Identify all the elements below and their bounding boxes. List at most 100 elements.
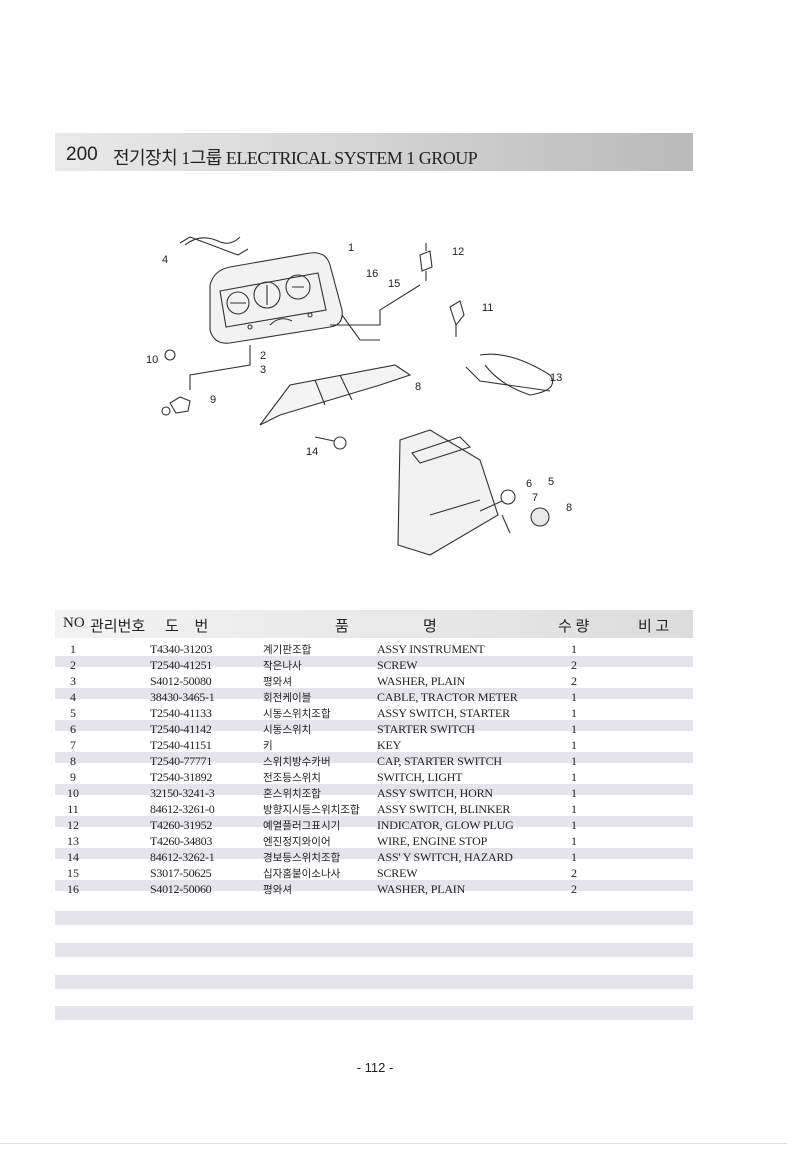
row-english-name: CABLE, TRACTOR METER — [377, 690, 518, 704]
table-row: 6 T2540-41142 시동스위치 STARTER SWITCH 1 — [55, 721, 693, 737]
row-part-number: T4340-31203 — [150, 642, 213, 656]
row-no: 2 — [70, 658, 76, 672]
row-no: 7 — [70, 738, 76, 752]
row-part-number: T2540-77771 — [150, 754, 213, 768]
page-number: - 112 - — [356, 1060, 394, 1075]
row-part-number: S4012-50080 — [150, 674, 212, 688]
row-no: 15 — [67, 866, 79, 880]
row-quantity: 2 — [571, 658, 577, 672]
row-korean-name: 작은나사 — [263, 660, 302, 672]
row-quantity: 1 — [571, 706, 577, 720]
row-part-number: T2540-31892 — [150, 770, 213, 784]
row-part-number: 84612-3261-0 — [150, 802, 215, 816]
table-row: 1 T4340-31203 계기판조합 ASSY INSTRUMENT 1 — [55, 641, 693, 657]
row-stripe — [55, 848, 693, 859]
row-stripe — [55, 688, 693, 699]
row-quantity: 1 — [571, 690, 577, 704]
section-number: 200 — [66, 144, 98, 165]
row-english-name: STARTER SWITCH — [377, 722, 475, 736]
row-english-name: CAP, STARTER SWITCH — [377, 754, 502, 768]
row-english-name: WIRE, ENGINE STOP — [377, 834, 488, 848]
table-row: 7 T2540-41151 키 KEY 1 — [55, 737, 693, 753]
empty-row-stripe — [55, 943, 693, 957]
row-korean-name: 전조등스위치 — [263, 772, 321, 784]
row-no: 6 — [70, 722, 76, 736]
section-title-bar: 200 전기장치 1그룹 ELECTRICAL SYSTEM 1 GROUP — [55, 133, 693, 171]
exploded-parts-diagram: 1 2 3 4 5 6 7 8 8 9 10 11 12 13 14 15 16 — [146, 236, 572, 556]
table-row: 2 T2540-41251 작은나사 SCREW 2 — [55, 657, 693, 673]
row-quantity: 1 — [571, 754, 577, 768]
row-part-number: T2540-41151 — [150, 738, 212, 752]
row-quantity: 1 — [571, 770, 577, 784]
row-korean-name: 스위치방수카버 — [263, 756, 331, 768]
row-korean-name: 혼스위치조합 — [263, 788, 321, 800]
row-no: 5 — [70, 706, 76, 720]
row-part-number: T4260-31952 — [150, 818, 213, 832]
row-english-name: SCREW — [377, 658, 418, 672]
row-quantity: 2 — [571, 866, 577, 880]
parts-table-header: NO 관리번호 도 번 품 명 수 량 비 고 — [55, 610, 693, 638]
row-quantity: 1 — [571, 722, 577, 736]
header-name-part1: 품 — [335, 619, 349, 635]
row-no: 3 — [70, 674, 76, 688]
row-korean-name: 경보등스위치조합 — [263, 852, 341, 864]
row-korean-name: 엔진정지와이어 — [263, 836, 331, 848]
row-korean-name: 예열플러그표시기 — [263, 820, 341, 832]
empty-row-stripe — [55, 1006, 693, 1020]
table-row: 13 T4260-34803 엔진정지와이어 WIRE, ENGINE STOP… — [55, 833, 693, 849]
table-row: 12 T4260-31952 예열플러그표시기 INDICATOR, GLOW … — [55, 817, 693, 833]
row-part-number: S3017-50625 — [150, 866, 212, 880]
row-korean-name: 키 — [263, 740, 273, 752]
row-korean-name: 시동스위치조합 — [263, 708, 331, 720]
row-part-number: T4260-34803 — [150, 834, 213, 848]
row-part-number: T2540-41133 — [150, 706, 212, 720]
svg-text:16: 16 — [366, 268, 378, 280]
row-no: 12 — [67, 818, 79, 832]
row-no: 4 — [70, 690, 76, 704]
table-row: 10 32150-3241-3 혼스위치조합 ASSY SWITCH, HORN… — [55, 785, 693, 801]
svg-text:8: 8 — [566, 502, 572, 514]
row-english-name: ASSY SWITCH, STARTER — [377, 706, 510, 720]
row-quantity: 1 — [571, 738, 577, 752]
svg-text:5: 5 — [548, 476, 554, 488]
svg-text:15: 15 — [388, 278, 400, 290]
row-korean-name: 방향지시등스위치조합 — [263, 804, 360, 816]
table-row: 14 84612-3262-1 경보등스위치조합 ASS' Y SWITCH, … — [55, 849, 693, 865]
table-row: 11 84612-3261-0 방향지시등스위치조합 ASSY SWITCH, … — [55, 801, 693, 817]
header-remarks: 비 고 — [638, 619, 670, 635]
table-row: 8 T2540-77771 스위치방수카버 CAP, STARTER SWITC… — [55, 753, 693, 769]
svg-text:7: 7 — [532, 492, 538, 504]
row-quantity: 1 — [571, 802, 577, 816]
row-stripe — [55, 784, 693, 795]
row-no: 9 — [70, 770, 76, 784]
row-korean-name: 계기판조합 — [263, 644, 312, 656]
row-quantity: 1 — [571, 850, 577, 864]
table-row: 16 S4012-50060 평와셔 WASHER, PLAIN 2 — [55, 881, 693, 897]
svg-text:8: 8 — [415, 381, 421, 393]
page-bottom-rule — [0, 1143, 787, 1144]
row-english-name: INDICATOR, GLOW PLUG — [377, 818, 514, 832]
row-part-number: T2540-41142 — [150, 722, 212, 736]
row-no: 16 — [67, 882, 79, 896]
row-korean-name: 평와셔 — [263, 676, 292, 688]
header-name-part2: 명 — [423, 619, 437, 635]
row-english-name: ASSY SWITCH, BLINKER — [377, 802, 511, 816]
row-korean-name: 회전케이블 — [263, 692, 312, 704]
row-quantity: 2 — [571, 882, 577, 896]
svg-text:13: 13 — [550, 372, 562, 384]
table-row: 4 38430-3465-1 회전케이블 CABLE, TRACTOR METE… — [55, 689, 693, 705]
row-part-number: 84612-3262-1 — [150, 850, 215, 864]
empty-row-stripe — [55, 911, 693, 925]
row-quantity: 2 — [571, 674, 577, 688]
svg-text:14: 14 — [306, 446, 318, 458]
row-part-number: S4012-50060 — [150, 882, 212, 896]
row-korean-name: 십자홈붙이소나사 — [263, 868, 341, 880]
row-english-name: WASHER, PLAIN — [377, 882, 466, 896]
table-row: 5 T2540-41133 시동스위치조합 ASSY SWITCH, START… — [55, 705, 693, 721]
row-stripe — [55, 752, 693, 763]
row-english-name: SWITCH, LIGHT — [377, 770, 463, 784]
header-drawing-number: 도 번 — [165, 619, 215, 635]
svg-text:4: 4 — [162, 254, 168, 266]
svg-text:6: 6 — [526, 478, 532, 490]
row-english-name: WASHER, PLAIN — [377, 674, 466, 688]
